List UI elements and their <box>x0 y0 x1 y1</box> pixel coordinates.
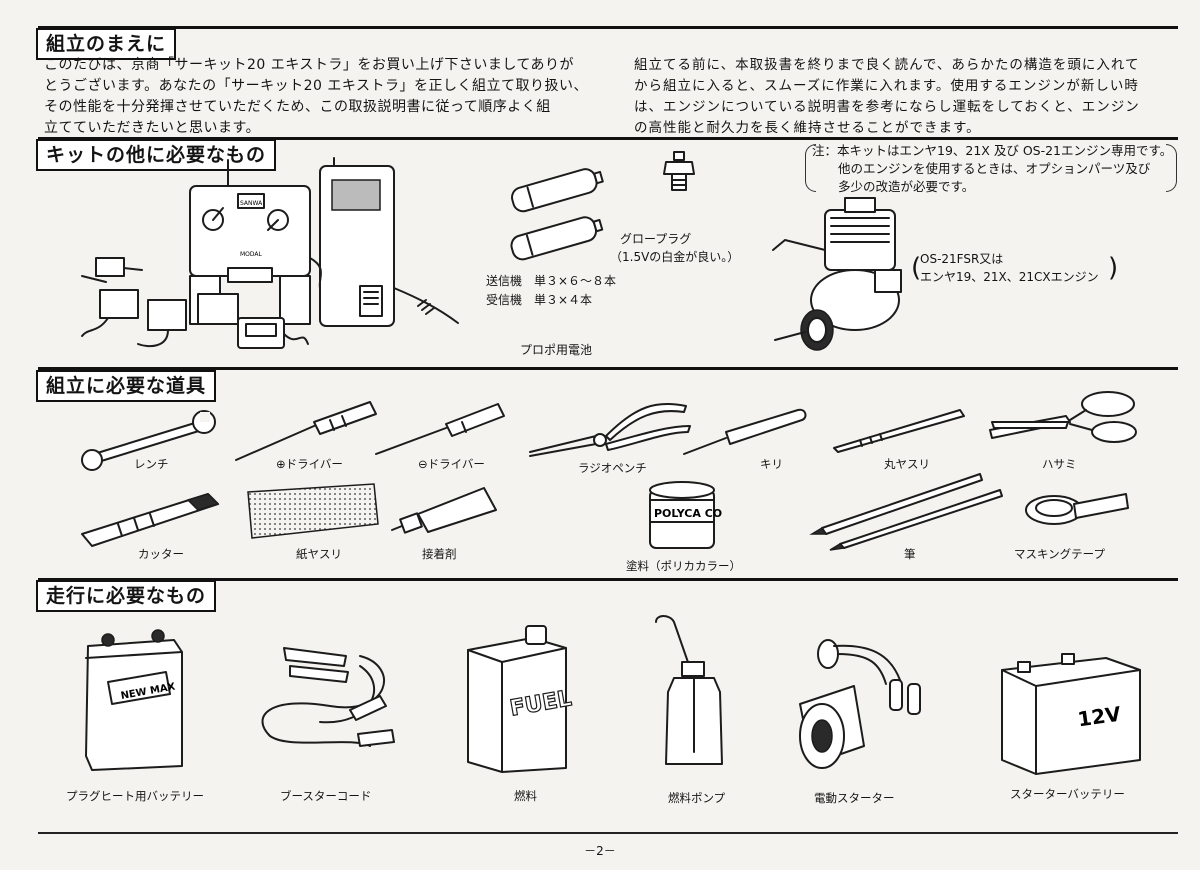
tool-caption-sandpaper: 紙ヤスリ <box>296 547 342 561</box>
pliers-illustration <box>529 402 691 457</box>
propo-battery-caption: プロポ用電池 <box>520 343 593 357</box>
page-number: －2－ <box>584 844 616 858</box>
tool-caption-paint: 塗料（ポリカカラー） <box>626 559 741 573</box>
section-title-running-items: 走行に必要なもの <box>36 580 217 612</box>
run-caption-starter: 電動スターター <box>814 791 895 805</box>
tool-caption-plus-driver: ⊕ドライバー <box>276 457 343 471</box>
section-title-tools: 組立に必要な道具 <box>36 370 217 402</box>
note-bracket-right <box>1166 144 1177 192</box>
plus-driver-illustration <box>235 401 377 461</box>
fuel-can-illustration: FUEL <box>467 625 574 773</box>
tool-caption-awl: キリ <box>760 457 783 471</box>
booster-cord-illustration <box>261 647 395 747</box>
tool-caption-glue: 接着剤 <box>422 547 457 561</box>
intro-left-line: とうございます。あなたの「サーキット20 エキストラ」を正しく組立て取り扱い、 <box>44 78 588 94</box>
tool-caption-pliers: ラジオペンチ <box>578 461 647 475</box>
sandpaper-illustration <box>247 483 379 539</box>
starter-battery-illustration: 12V <box>1001 653 1141 775</box>
run-caption-plug-battery: プラグヒート用バッテリー <box>66 789 204 803</box>
plug-battery-illustration: NEW MAX <box>85 629 183 771</box>
run-caption-fuel-pump: 燃料ポンプ <box>668 791 726 805</box>
note-bracket-left <box>805 144 816 192</box>
paint-jar-label: POLYCA CO <box>654 507 722 520</box>
wrench-illustration <box>81 410 216 471</box>
tool-caption-masking-tape: マスキングテープ <box>1014 547 1105 561</box>
masking-tape-illustration <box>1025 493 1129 525</box>
transmitter-model-label: MODAL <box>240 251 263 258</box>
section-title-before-assembly: 組立のまえに <box>36 28 177 60</box>
scissors-illustration <box>989 391 1137 443</box>
brush-illustration <box>809 473 1003 551</box>
transmitter-brand-label: SANWA <box>240 200 263 207</box>
section4-rule <box>38 578 1178 581</box>
section2-rule <box>38 137 1178 140</box>
tool-caption-round-file: 丸ヤスリ <box>884 457 930 471</box>
glow-plug-caption: グロープラグ <box>620 232 692 246</box>
tool-caption-wrench: レンチ <box>134 457 169 471</box>
glow-plug-illustration <box>663 151 695 191</box>
electric-starter-illustration <box>799 639 921 769</box>
paint-jar-illustration: POLYCA CO <box>649 481 722 549</box>
glow-plug-note: （1.5Vの白金が良い。） <box>610 250 740 264</box>
intro-right-line: の高性能と耐久力を長く維持させることができます。 <box>634 120 981 136</box>
intro-left-line: その性能を十分発揮させていただくため、この取扱説明書に従って順序よく組 <box>44 99 551 115</box>
round-file-illustration <box>833 409 965 453</box>
awl-illustration <box>683 408 807 455</box>
intro-right-line: 組立てる前に、本取扱書を終りまで良く読んで、あらかたの構造を頭に入れて <box>634 57 1140 73</box>
intro-right-paragraph: 組立てる前に、本取扱書を終りまで良く読んで、あらかたの構造を頭に入れて から組立… <box>634 55 1179 139</box>
bottom-rule <box>38 832 1178 834</box>
engine-paren-right: ) <box>1108 253 1119 283</box>
intro-left-paragraph: このたびは、京商「サーキット20 エキストラ」をお買い上げ下さいましてありが と… <box>44 55 604 139</box>
top-rule <box>38 26 1178 29</box>
engine-note-line: 他のエンジンを使用するときは、オプションパーツ及び <box>838 161 1151 176</box>
glue-illustration <box>391 487 497 534</box>
engine-note-line: 注：本キットはエンヤ19、21X 及び OS-21エンジン専用です。 <box>812 143 1173 158</box>
engine-paren-left: ( <box>911 253 922 283</box>
section-title-kit-extras: キットの他に必要なもの <box>36 139 277 171</box>
intro-right-line: は、エンジンについている説明書を参考にならし運転をしておくと、エンジン <box>634 99 1140 115</box>
cutter-illustration <box>81 493 220 547</box>
fuel-pump-illustration <box>655 615 723 765</box>
battery-receiver-spec: 受信機 単３×４本 <box>486 293 593 307</box>
section3-rule <box>38 367 1178 370</box>
radio-system-illustration: SANWA MODAL <box>81 157 459 349</box>
tool-caption-minus-driver: ⊖ドライバー <box>418 457 485 471</box>
minus-driver-illustration <box>375 403 505 455</box>
engine-note: 注：本キットはエンヤ19、21X 及び OS-21エンジン専用です。 他のエンジ… <box>812 142 1182 196</box>
tool-caption-cutter: カッター <box>138 547 184 561</box>
engine-note-line: 多少の改造が必要です。 <box>838 179 975 194</box>
intro-left-line: このたびは、京商「サーキット20 エキストラ」をお買い上げ下さいましてありが <box>44 57 575 73</box>
engine-caption-line2: エンヤ19、21X、21CXエンジン <box>920 270 1099 284</box>
engine-caption-line1: OS-21FSR又は <box>920 252 1004 266</box>
run-caption-starter-battery: スターターバッテリー <box>1010 787 1125 801</box>
intro-left-line: 立てていただきたいと思います。 <box>44 120 261 136</box>
battery-transmitter-spec: 送信機 単３×６～８本 <box>486 274 617 288</box>
engine-illustration <box>772 197 902 351</box>
run-caption-booster: ブースターコード <box>280 789 372 803</box>
run-caption-fuel: 燃料 <box>514 789 537 803</box>
tool-caption-brush: 筆 <box>904 547 916 561</box>
batteries-illustration <box>510 168 604 261</box>
tool-caption-scissors: ハサミ <box>1042 457 1077 471</box>
intro-right-line: から組立に入ると、スムーズに作業に入れます。使用するエンジンが新しい時 <box>634 78 1139 94</box>
